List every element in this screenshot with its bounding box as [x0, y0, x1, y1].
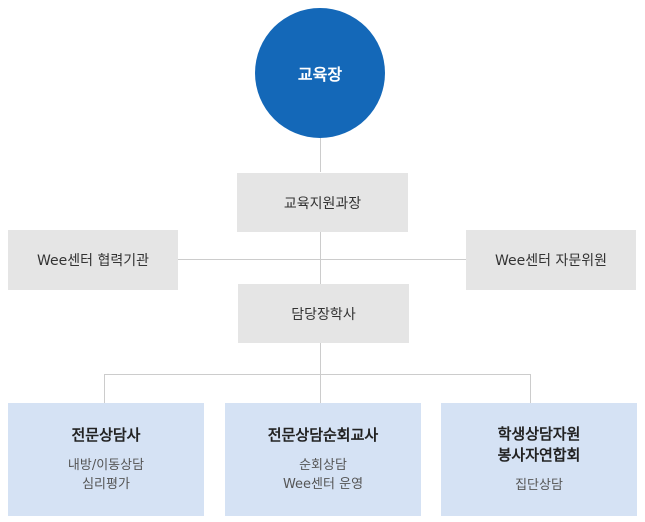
- node-partner-agencies-label: Wee센터 협력기관: [37, 253, 149, 269]
- node-partner-agencies: Wee센터 협력기관: [8, 230, 178, 290]
- connector-drop-right: [530, 374, 531, 403]
- node-itinerant-teacher-sub-2: Wee센터 운영: [282, 477, 364, 492]
- node-supervisor-label: 담당장학사: [291, 306, 356, 323]
- node-counselor-sub-2: 심리평가: [82, 477, 130, 492]
- node-itinerant-teacher-sub-1: 순회상담: [299, 458, 347, 473]
- node-volunteer-association-sub-1: 집단상담: [515, 478, 563, 493]
- node-volunteer-association: 학생상담자원 봉사자연합회 집단상담: [441, 403, 637, 516]
- connector-vertical-mid: [320, 232, 321, 284]
- node-counselor-sub-1: 내방/이동상담: [67, 458, 145, 473]
- connector-drop-left: [104, 374, 105, 403]
- connector-vertical-low: [320, 343, 321, 403]
- node-counselor-title: 전문상담사: [71, 426, 141, 444]
- connector-vertical-top: [320, 138, 321, 172]
- node-superintendent-label: 교육장: [297, 65, 343, 84]
- node-volunteer-association-title-1: 학생상담자원: [497, 425, 581, 443]
- node-advisory-committee-label: Wee센터 자문위원: [495, 253, 607, 269]
- node-itinerant-teacher: 전문상담순회교사 순회상담 Wee센터 운영: [225, 403, 421, 516]
- node-itinerant-teacher-title: 전문상담순회교사: [267, 426, 379, 444]
- node-division-head-label: 교육지원과장: [283, 195, 362, 212]
- connector-horizontal-bottom: [104, 374, 531, 375]
- node-division-head: 교육지원과장: [237, 173, 408, 232]
- node-supervisor: 담당장학사: [238, 284, 409, 343]
- connector-horizontal-side: [178, 259, 466, 260]
- node-counselor: 전문상담사 내방/이동상담 심리평가: [8, 403, 204, 516]
- node-advisory-committee: Wee센터 자문위원: [466, 230, 636, 290]
- node-volunteer-association-title-2: 봉사자연합회: [497, 446, 581, 464]
- node-superintendent: 교육장: [255, 8, 385, 138]
